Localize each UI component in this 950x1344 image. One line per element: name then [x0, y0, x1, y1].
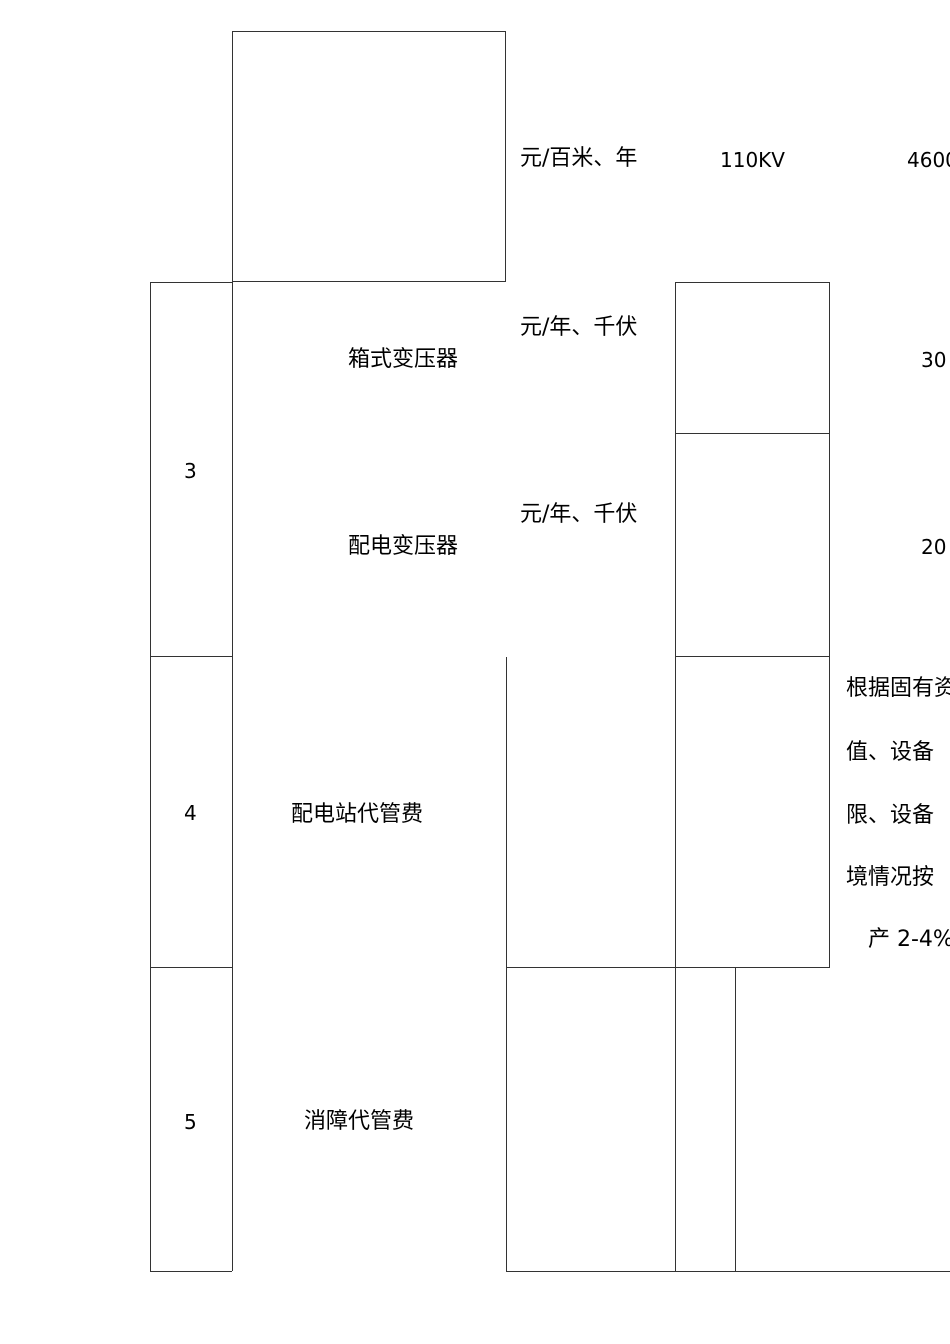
row4-note-line: 根据固有资 — [846, 676, 950, 701]
top-value: 4600 — [907, 148, 950, 172]
row3-item2-value: 20 — [921, 535, 947, 559]
row3-item1-unit: 元/年、千伏 — [520, 315, 638, 340]
row4-index: 4 — [184, 801, 197, 825]
row3-item1-name: 箱式变压器 — [348, 347, 459, 372]
row4-note-line: 境情况按 — [846, 865, 935, 890]
row3-item2-name: 配电变压器 — [348, 534, 459, 559]
top-unit: 元/百米、年 — [520, 146, 638, 171]
row4-name: 配电站代管费 — [291, 802, 424, 827]
row3-item2-unit: 元/年、千伏 — [520, 502, 638, 527]
top-voltage: 110KV — [720, 148, 785, 172]
row4-note-line: 值、设备 — [846, 740, 935, 765]
row3-index: 3 — [184, 459, 197, 483]
row4-note-line: 限、设备 — [846, 803, 935, 828]
row4-note-line: 产 2-4% — [868, 927, 950, 952]
row3-item1-value: 30 — [921, 348, 947, 372]
row5-name: 消障代管费 — [304, 1109, 415, 1134]
row5-index: 5 — [184, 1110, 197, 1134]
